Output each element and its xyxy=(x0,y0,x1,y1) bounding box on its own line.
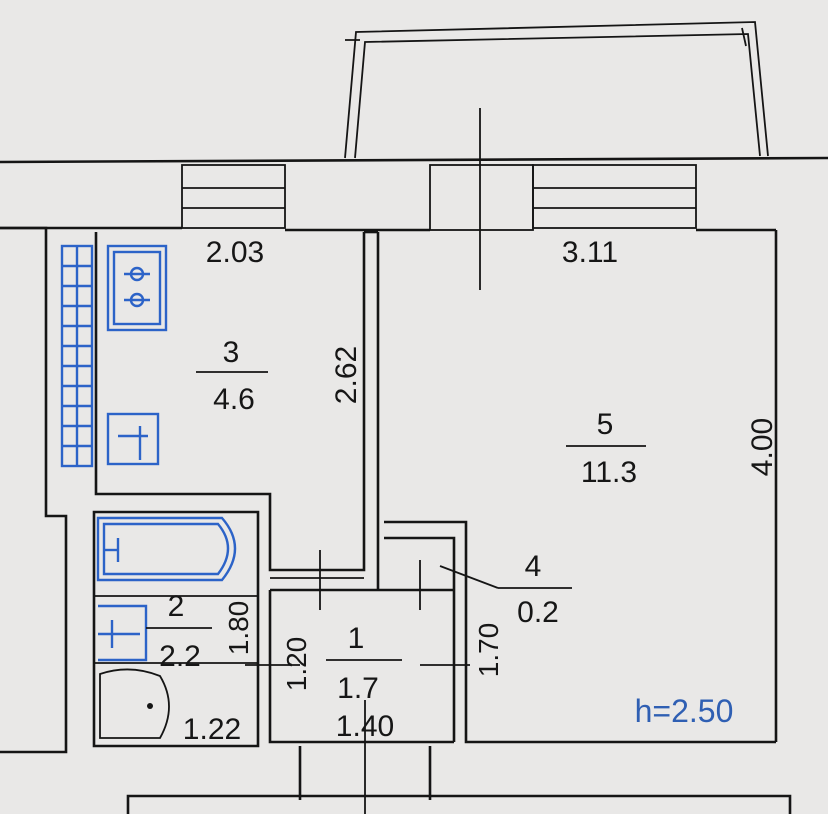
kitchen-width-label: 2.03 xyxy=(206,236,264,269)
room-3-area: 4.6 xyxy=(213,383,255,416)
room-5-area: 11.3 xyxy=(581,456,637,489)
room-walls xyxy=(384,520,776,744)
room-4-area: 0.2 xyxy=(517,596,559,629)
stove-icon xyxy=(106,244,168,332)
washbasin-icon xyxy=(98,604,148,662)
room-1-area: 1.7 xyxy=(337,672,379,705)
bathroom-walls xyxy=(92,510,260,748)
balcony xyxy=(344,21,769,159)
room-3-number: 3 xyxy=(223,336,240,369)
kitchen-walls xyxy=(94,230,380,590)
bathtub-icon xyxy=(96,516,237,582)
hall-depth-label: 1.20 xyxy=(281,637,312,692)
sink-icon xyxy=(106,412,160,466)
room-depth-label: 4.00 xyxy=(746,418,779,476)
hallway-walls xyxy=(245,550,470,744)
bath-height-label: 1.80 xyxy=(223,601,254,656)
bath-width-label: 1.22 xyxy=(183,713,241,746)
hall-width-label: 1.40 xyxy=(336,710,394,743)
radiator-icon xyxy=(60,244,94,468)
toilet-icon xyxy=(99,668,170,739)
kitchen-window xyxy=(181,164,286,229)
room-2-area: 2.2 xyxy=(159,640,201,673)
neighbour-room xyxy=(0,226,68,754)
room-4-pointer xyxy=(439,565,499,589)
room-window xyxy=(532,164,697,229)
closet-depth-label: 1.70 xyxy=(473,623,504,678)
room-4-number: 4 xyxy=(525,550,542,583)
room-1-number: 1 xyxy=(348,622,365,655)
entrance xyxy=(126,700,792,814)
ceiling-height-label: h=2.50 xyxy=(635,693,734,729)
room-width-label: 3.11 xyxy=(562,236,618,269)
room-2-number: 2 xyxy=(168,590,185,623)
kitchen-depth-label: 2.62 xyxy=(330,346,363,404)
room-5-number: 5 xyxy=(597,408,614,441)
balcony-door xyxy=(429,164,534,231)
